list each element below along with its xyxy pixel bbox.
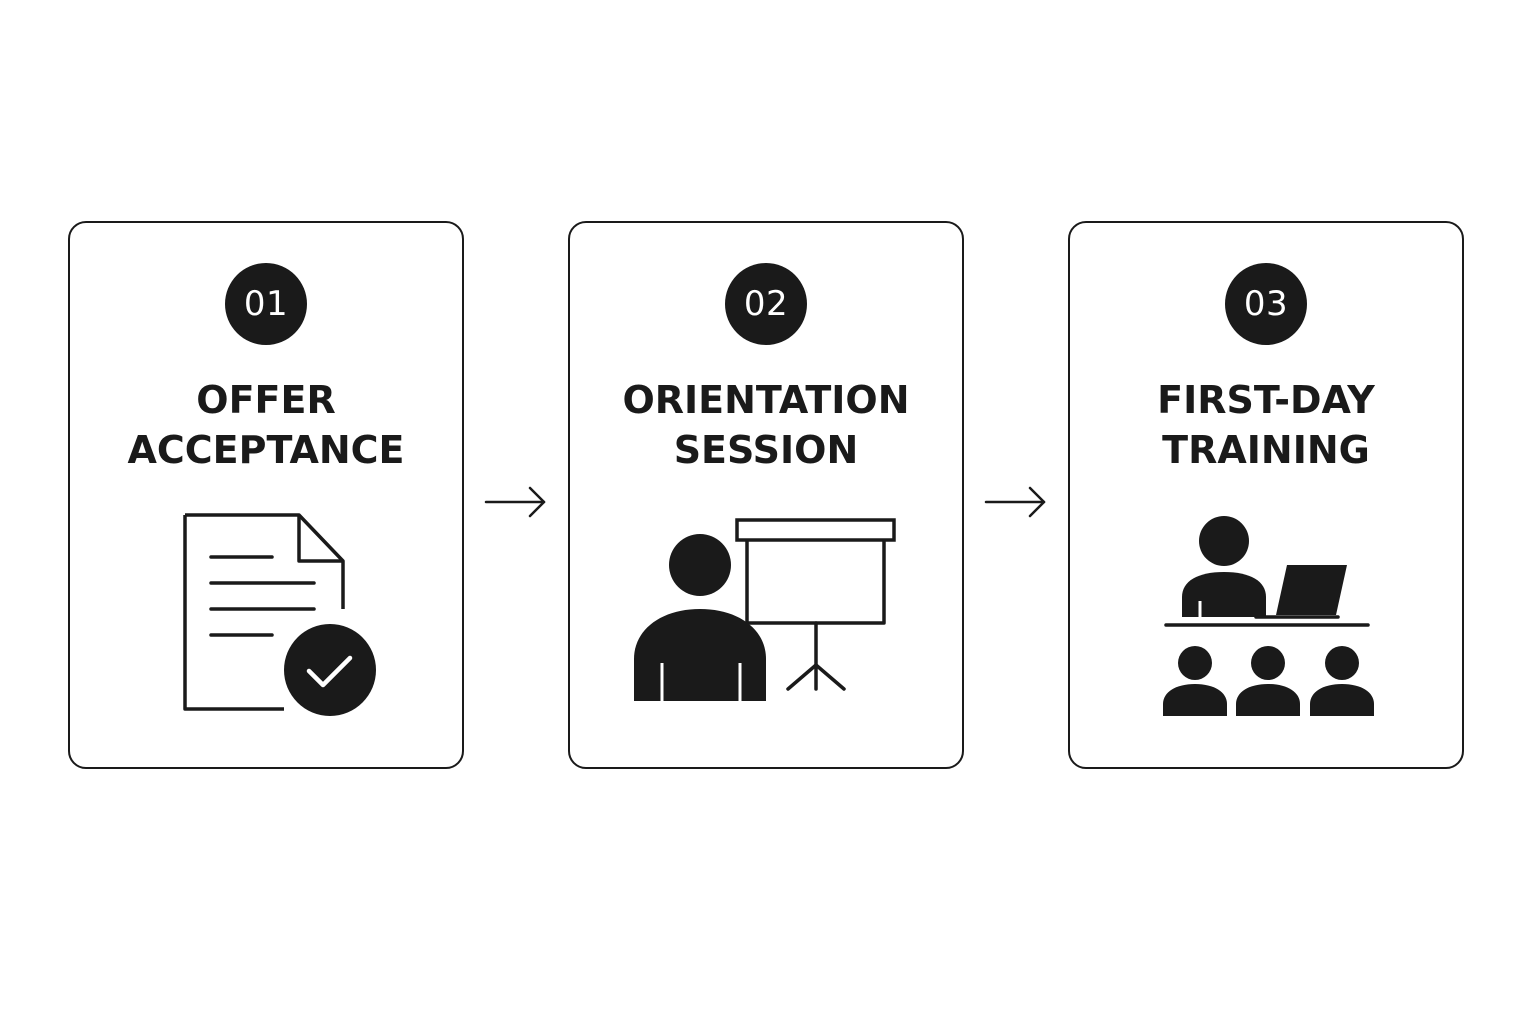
arrow-right-icon (984, 486, 1046, 518)
step-card-first-day-training: 03 FIRST-DAY TRAINING (1068, 221, 1464, 769)
step-number-badge: 03 (1225, 263, 1307, 345)
step-title: OFFER ACCEPTANCE (70, 375, 462, 475)
step-number-badge: 01 (225, 263, 307, 345)
step-title: ORIENTATION SESSION (570, 375, 962, 475)
step-title-line-2: TRAINING (1162, 428, 1370, 472)
step-card-offer-acceptance: 01 OFFER ACCEPTANCE (68, 221, 464, 769)
step-title-line-1: ORIENTATION (622, 378, 910, 422)
step-number-badge: 02 (725, 263, 807, 345)
step-title-line-2: ACCEPTANCE (127, 428, 405, 472)
step-card-orientation-session: 02 ORIENTATION SESSION (568, 221, 964, 769)
step-title-line-1: OFFER (196, 378, 336, 422)
arrow-right-icon (484, 486, 546, 518)
step-title-line-1: FIRST-DAY (1157, 378, 1375, 422)
step-title-line-2: SESSION (673, 428, 859, 472)
step-title: FIRST-DAY TRAINING (1070, 375, 1462, 475)
